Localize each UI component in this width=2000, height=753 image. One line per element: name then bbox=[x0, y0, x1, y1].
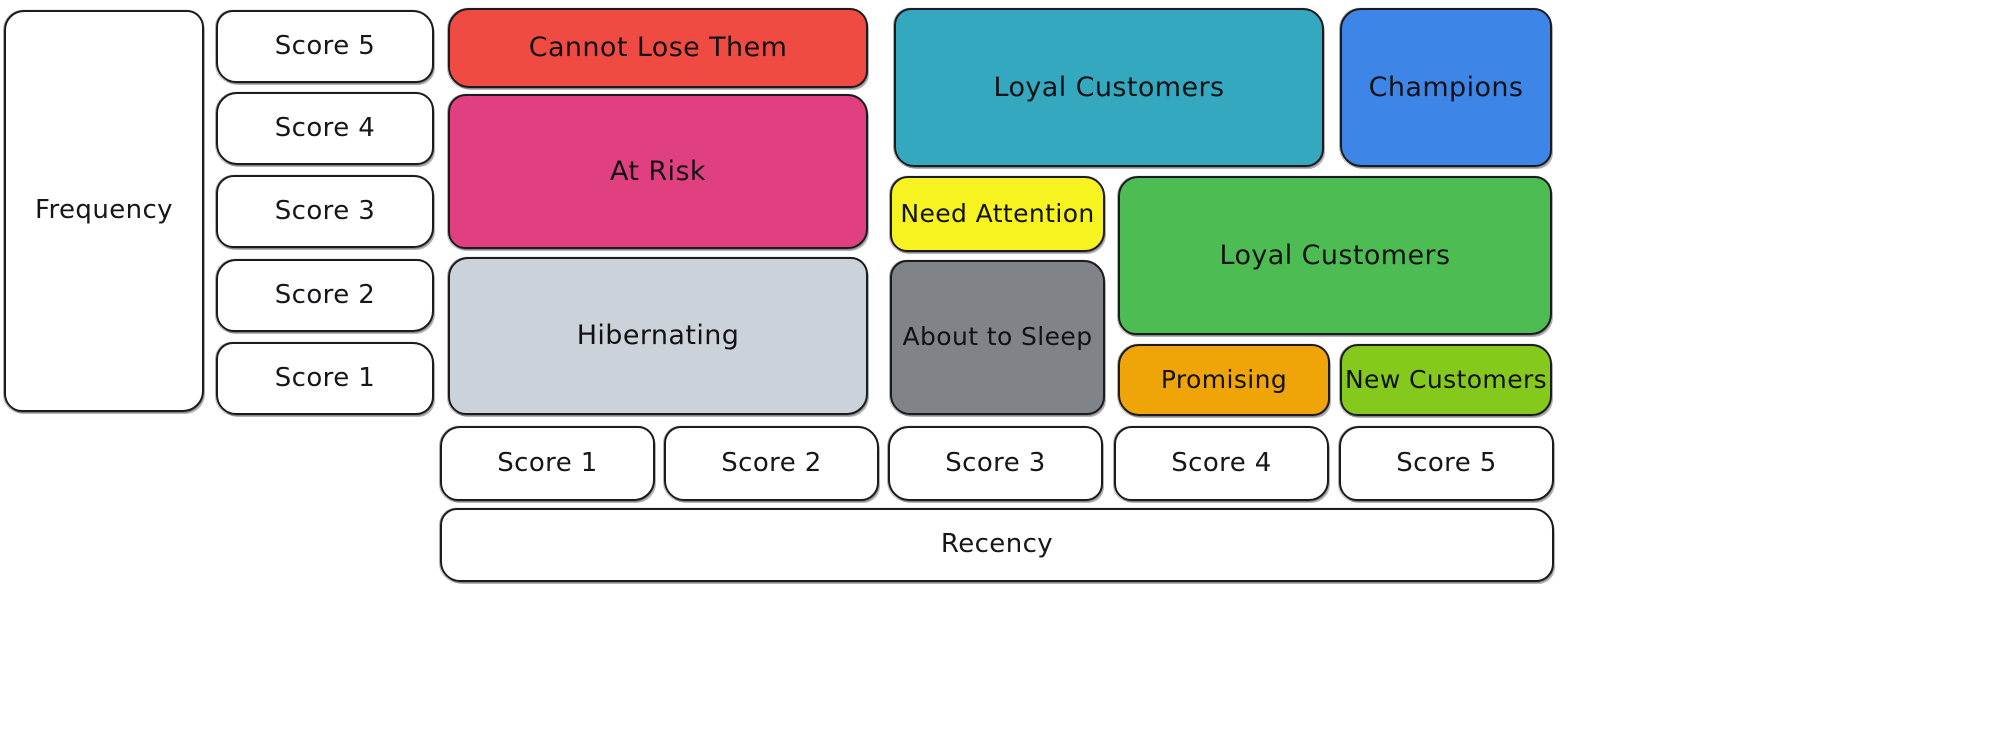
frequency-score-3-label: Score 3 bbox=[274, 195, 376, 226]
frequency-score-4-label: Score 4 bbox=[274, 112, 376, 143]
segment-promising-label: Promising bbox=[1160, 364, 1288, 394]
recency-score-3-label: Score 3 bbox=[945, 447, 1046, 478]
frequency-score-5[interactable]: Score 5 bbox=[215, 10, 434, 84]
frequency-score-5-label: Score 5 bbox=[274, 30, 376, 61]
recency-score-1-label: Score 1 bbox=[497, 447, 598, 478]
recency-score-1[interactable]: Score 1 bbox=[439, 426, 655, 502]
frequency-score-3[interactable]: Score 3 bbox=[215, 175, 434, 249]
recency-axis-label-box: Recency bbox=[439, 508, 1554, 583]
segment-about-to-sleep-label: About to Sleep bbox=[902, 322, 1093, 352]
segment-hibernating[interactable]: Hibernating bbox=[447, 257, 868, 416]
segment-cannot-lose-them[interactable]: Cannot Lose Them bbox=[447, 8, 868, 89]
segment-need-attention[interactable]: Need Attention bbox=[889, 176, 1105, 253]
segment-promising[interactable]: Promising bbox=[1117, 344, 1330, 417]
segment-new-customers-label: New Customers bbox=[1344, 364, 1548, 394]
frequency-axis-label-box: Frequency bbox=[3, 10, 204, 413]
recency-score-5-label: Score 5 bbox=[1396, 447, 1497, 478]
segment-at-risk-label: At Risk bbox=[610, 155, 706, 187]
frequency-score-1-label: Score 1 bbox=[274, 362, 376, 393]
recency-score-3[interactable]: Score 3 bbox=[887, 426, 1103, 502]
segment-new-customers[interactable]: New Customers bbox=[1339, 344, 1552, 417]
recency-axis-label: Recency bbox=[940, 529, 1054, 560]
segment-hibernating-label: Hibernating bbox=[576, 320, 740, 352]
frequency-score-4[interactable]: Score 4 bbox=[215, 92, 434, 166]
segment-cannot-lose-them-label: Cannot Lose Them bbox=[528, 32, 788, 64]
recency-score-2[interactable]: Score 2 bbox=[663, 426, 879, 502]
recency-score-4-label: Score 4 bbox=[1171, 447, 1272, 478]
segment-loyal-customers-teal-label: Loyal Customers bbox=[993, 71, 1225, 103]
frequency-score-2-label: Score 2 bbox=[274, 279, 376, 310]
segment-champions-label: Champions bbox=[1368, 71, 1524, 103]
segment-loyal-customers-green-label: Loyal Customers bbox=[1219, 239, 1451, 271]
segment-need-attention-label: Need Attention bbox=[900, 198, 1095, 228]
segment-champions[interactable]: Champions bbox=[1339, 8, 1552, 168]
frequency-axis-label: Frequency bbox=[35, 195, 173, 226]
frequency-score-2[interactable]: Score 2 bbox=[215, 259, 434, 333]
recency-score-5[interactable]: Score 5 bbox=[1338, 426, 1554, 502]
segment-loyal-customers-green[interactable]: Loyal Customers bbox=[1117, 176, 1552, 336]
segment-at-risk[interactable]: At Risk bbox=[447, 94, 868, 250]
frequency-score-1[interactable]: Score 1 bbox=[215, 342, 434, 416]
segment-about-to-sleep[interactable]: About to Sleep bbox=[889, 260, 1105, 416]
recency-score-4[interactable]: Score 4 bbox=[1113, 426, 1329, 502]
segment-loyal-customers-teal[interactable]: Loyal Customers bbox=[893, 8, 1324, 168]
recency-score-2-label: Score 2 bbox=[721, 447, 822, 478]
